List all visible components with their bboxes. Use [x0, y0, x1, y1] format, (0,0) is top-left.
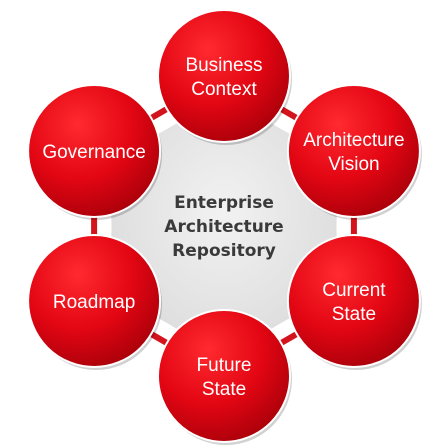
- center-label-line: Enterprise: [174, 193, 274, 213]
- node-circle: [157, 9, 291, 143]
- node-label-line: State: [332, 304, 376, 325]
- node-circle: [286, 84, 421, 218]
- node-label-line: Vision: [328, 154, 379, 175]
- node-label-line: Roadmap: [53, 292, 135, 313]
- node-label-line: Architecture: [303, 130, 404, 151]
- center-label-line: Repository: [172, 241, 276, 261]
- node-circle: [27, 84, 162, 218]
- node-governance: Governance: [27, 84, 163, 220]
- node-label-line: State: [202, 379, 246, 400]
- node-group: BusinessContextArchitectureVisionCurrent…: [27, 9, 422, 445]
- center-label-line: Architecture: [164, 217, 283, 237]
- node-circle: [286, 234, 421, 368]
- node-label-line: Current: [322, 280, 386, 301]
- node-label-line: Context: [191, 79, 257, 100]
- node-circle: [157, 309, 291, 443]
- node-label-line: Business: [185, 55, 262, 76]
- node-label-line: Governance: [42, 142, 146, 163]
- node-roadmap: Roadmap: [27, 234, 163, 370]
- node-label-line: Future: [197, 355, 252, 376]
- node-circle: [27, 234, 162, 368]
